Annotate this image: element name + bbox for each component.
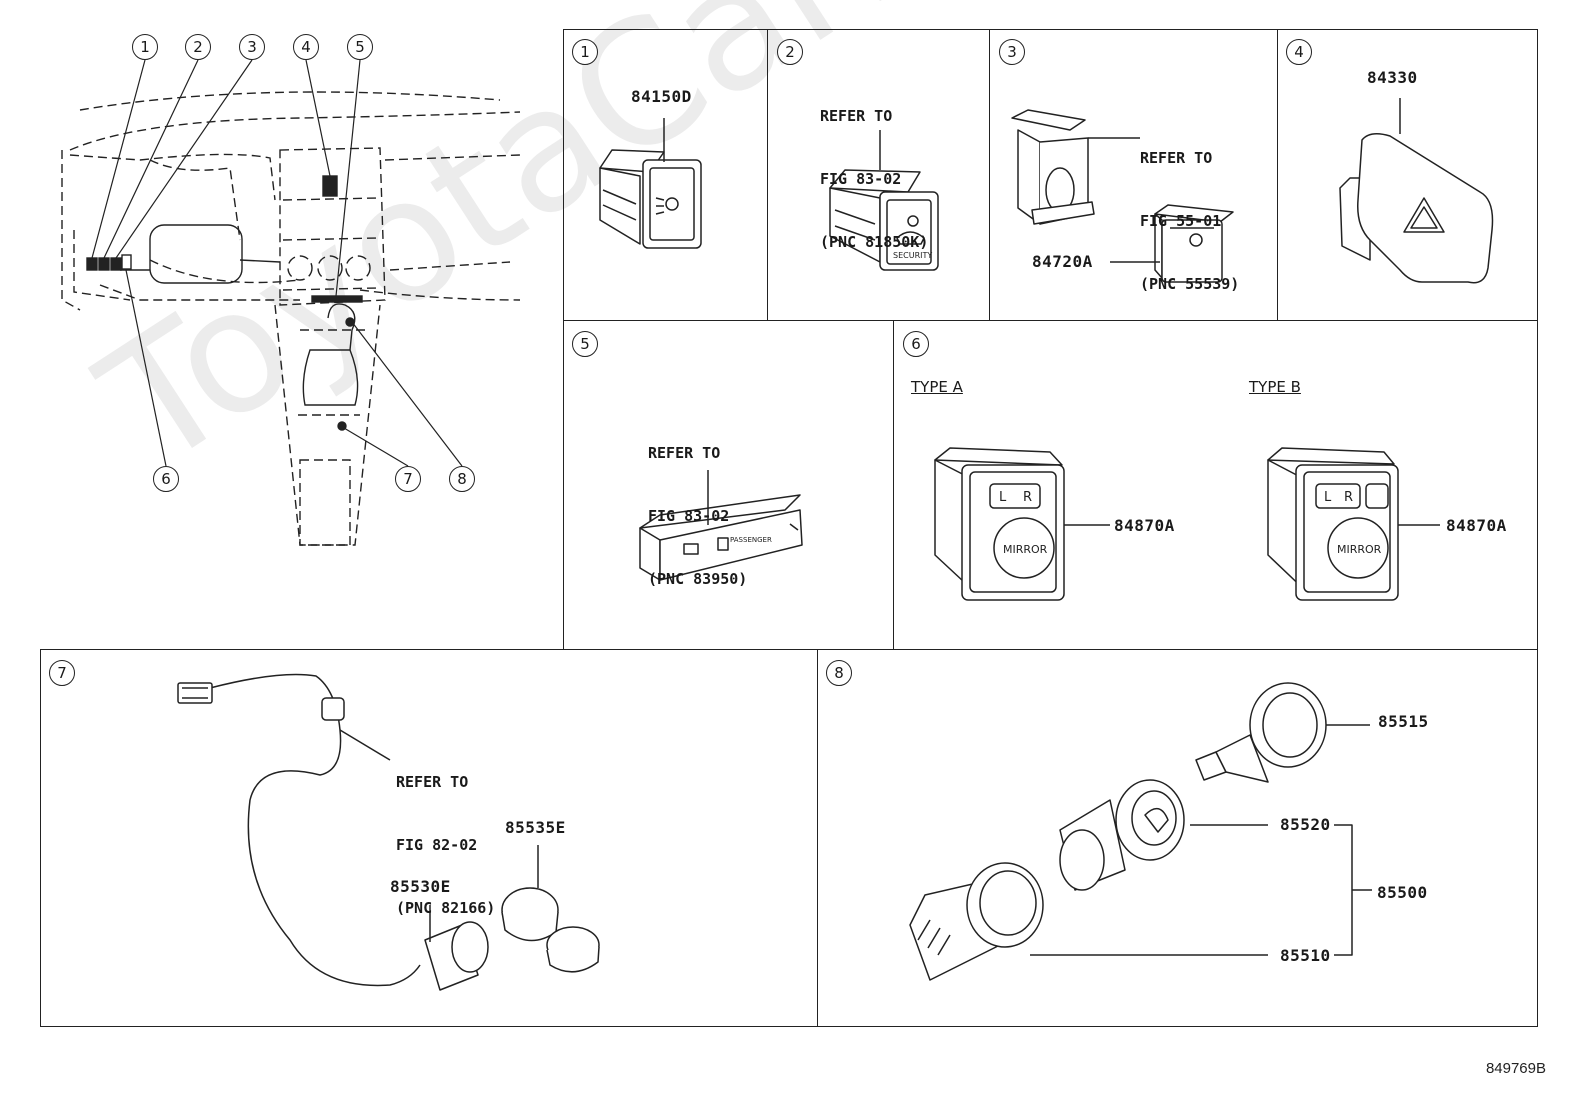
part-85500: 85500 xyxy=(1377,883,1428,902)
passenger-glyph: PASSENGER xyxy=(730,536,772,544)
callout-4: 4 xyxy=(293,34,319,60)
refer-pnc: (PNC 81850K) xyxy=(820,233,929,251)
bracket-85500 xyxy=(1334,824,1372,956)
refer-panel-5: REFER TO FIG 83-02 (PNC 83950) xyxy=(648,401,747,632)
type-a-l-glyph: L xyxy=(999,490,1007,505)
panel-3-number: 3 xyxy=(999,39,1025,65)
mirror-switch-type-b-drawing xyxy=(1267,447,1440,601)
bracket-clip-drawing xyxy=(1011,109,1140,225)
security-glyph: SECURITY xyxy=(893,251,932,260)
callout-8: 8 xyxy=(449,466,475,492)
lighter-housing-85515-drawing xyxy=(1195,682,1370,783)
lighter-socket-85510-drawing xyxy=(909,862,1268,981)
part-84870a-type-b: 84870A xyxy=(1446,516,1507,535)
refer-fig: FIG 55-01 xyxy=(1140,212,1222,230)
figure-code: 849769B xyxy=(1485,1060,1546,1077)
panel-2-number: 2 xyxy=(777,39,803,65)
panel-6-number: 6 xyxy=(903,331,929,357)
part-84150d: 84150D xyxy=(631,87,692,106)
refer-pnc: (PNC 83950) xyxy=(648,570,748,588)
seat-heater-switch-drawing xyxy=(639,470,803,581)
refer-pnc: (PNC 55539) xyxy=(1140,275,1240,293)
panel-4-number: 4 xyxy=(1286,39,1312,65)
callout-5: 5 xyxy=(347,34,373,60)
refer-fig: FIG 83-02 xyxy=(820,170,902,188)
type-a-mirror-glyph: MIRROR xyxy=(1003,543,1048,556)
callout-1: 1 xyxy=(132,34,158,60)
socket-cover-85535e-drawing xyxy=(501,845,600,973)
type-b-r-glyph: R xyxy=(1344,490,1353,505)
refer-panel-3: REFER TO FIG 55-01 (PNC 55539) xyxy=(1140,106,1239,337)
refer-line: REFER TO xyxy=(648,444,721,462)
fog-lamp-switch-drawing xyxy=(599,118,702,249)
refer-panel-7: REFER TO FIG 82-02 (PNC 82166) xyxy=(396,730,495,961)
mirror-switch-type-a-drawing xyxy=(934,447,1110,601)
part-85520: 85520 xyxy=(1280,815,1331,834)
panel-8-number: 8 xyxy=(826,660,852,686)
panel-5-number: 5 xyxy=(572,331,598,357)
callout-7: 7 xyxy=(395,466,421,492)
type-b-l-glyph: L xyxy=(1324,490,1332,505)
security-switch-drawing xyxy=(829,130,939,271)
socket-85530e-drawing xyxy=(424,905,489,991)
refer-fig: FIG 82-02 xyxy=(396,836,478,854)
type-a-label: TYPE A xyxy=(911,378,963,396)
type-b-mirror-glyph: MIRROR xyxy=(1337,543,1382,556)
lighter-element-85520-drawing xyxy=(1059,779,1268,891)
part-85510: 85510 xyxy=(1280,946,1331,965)
sonar-switch-drawing xyxy=(1110,204,1234,283)
refer-fig: FIG 83-02 xyxy=(648,507,730,525)
refer-line: REFER TO xyxy=(820,107,893,125)
part-85535e: 85535E xyxy=(505,818,566,837)
part-84720a: 84720A xyxy=(1032,252,1093,271)
part-85530e: 85530E xyxy=(390,877,451,896)
refer-panel-2: REFER TO FIG 83-02 (PNC 81850K) xyxy=(820,64,928,295)
part-85515: 85515 xyxy=(1378,712,1429,731)
hazard-switch-drawing xyxy=(1339,98,1494,284)
panel-7-number: 7 xyxy=(49,660,75,686)
socket-wire-harness-drawing xyxy=(209,673,421,987)
harness-connector-drawing xyxy=(177,682,345,721)
callout-3: 3 xyxy=(239,34,265,60)
type-b-label: TYPE B xyxy=(1249,378,1301,396)
refer-line: REFER TO xyxy=(396,773,469,791)
type-a-r-glyph: R xyxy=(1023,490,1032,505)
part-84330: 84330 xyxy=(1367,68,1418,87)
refer-line: REFER TO xyxy=(1140,149,1213,167)
panel-8 xyxy=(817,649,1538,1027)
callout-6: 6 xyxy=(153,466,179,492)
callout-2: 2 xyxy=(185,34,211,60)
panel-1-number: 1 xyxy=(572,39,598,65)
refer-pnc: (PNC 82166) xyxy=(396,899,496,917)
part-84870a-type-a: 84870A xyxy=(1114,516,1175,535)
